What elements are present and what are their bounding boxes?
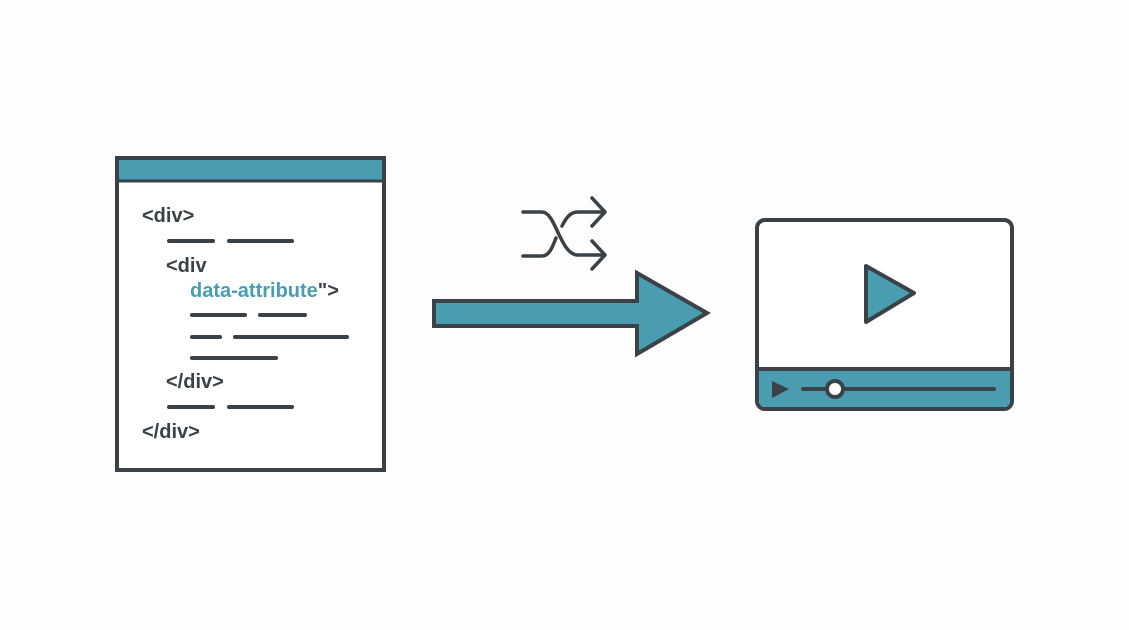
play-icon[interactable]	[864, 264, 916, 324]
progress-knob[interactable]	[825, 379, 845, 399]
code-inner-open-div: <div	[166, 255, 207, 277]
small-play-button-icon[interactable]	[772, 381, 789, 398]
code-inner-close-div: </div>	[166, 371, 224, 393]
video-player-icon	[755, 218, 1014, 411]
title-bar	[119, 160, 382, 180]
attribute-close: ">	[318, 280, 339, 302]
shuffle-icon	[521, 196, 607, 271]
code-window-icon: <div> <div data-attribute"> </div> </div…	[115, 156, 386, 472]
code-attribute: data-attribute">	[190, 280, 339, 302]
code-open-div: <div>	[142, 205, 194, 227]
code-close-div: </div>	[142, 421, 200, 443]
attribute-name: data-attribute	[190, 280, 318, 302]
arrow-right-icon	[432, 269, 711, 358]
